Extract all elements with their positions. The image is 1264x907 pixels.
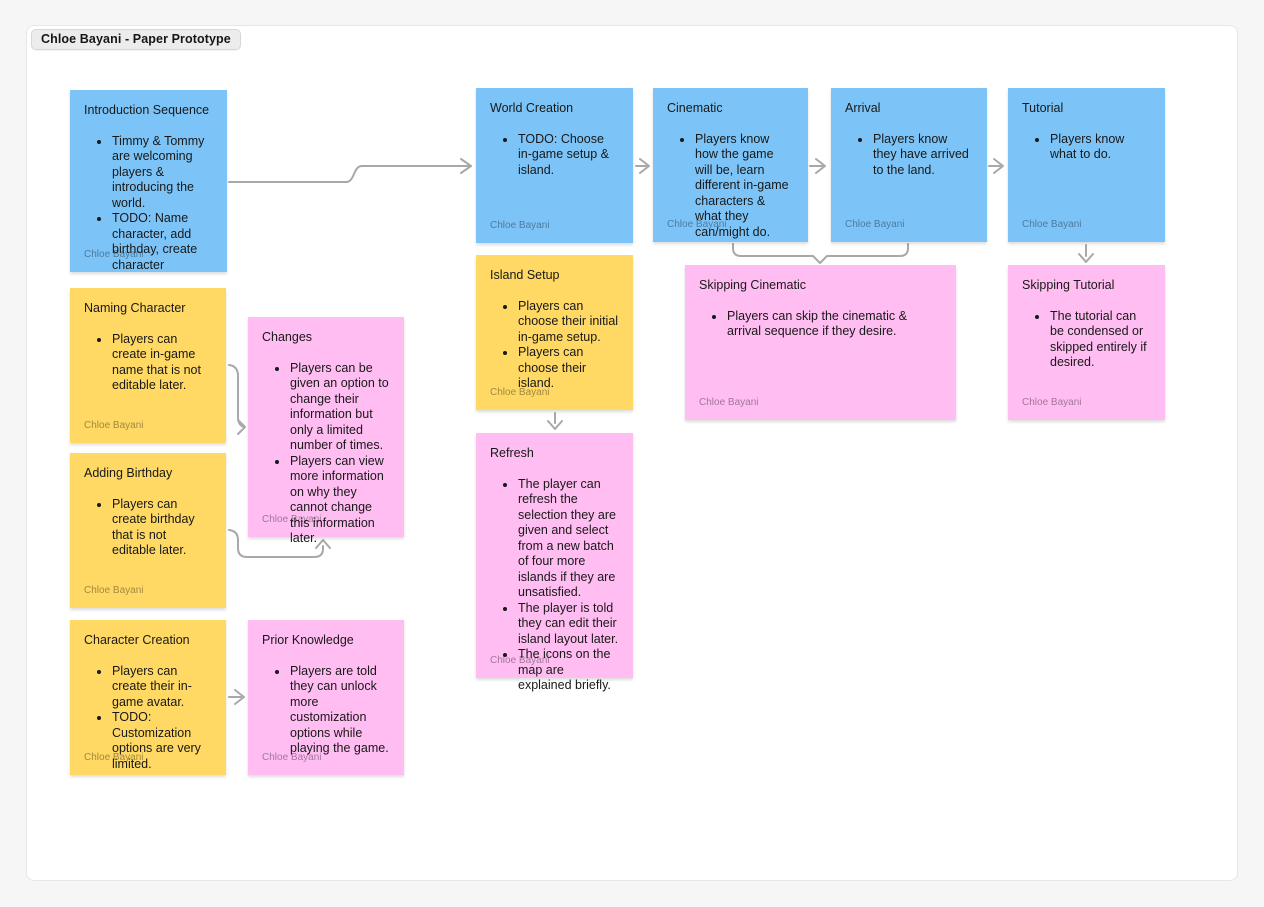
note-bullets: Players can create in-game name that is … <box>84 332 212 394</box>
connector-arrival-to-skipping-cinematic[interactable] <box>812 243 909 264</box>
note-bullet: The player can refresh the selection the… <box>517 477 619 601</box>
note-title: Island Setup <box>490 268 560 282</box>
note-title: Naming Character <box>84 301 186 315</box>
note-bullet: The player is told they can edit their i… <box>517 601 619 648</box>
note-title: Cinematic <box>667 101 723 115</box>
note-author: Chloe Bayani <box>490 219 550 231</box>
connector-introduction-to-world-creation[interactable] <box>228 158 472 183</box>
note-bullet: The icons on the map are explained brief… <box>517 647 619 694</box>
note-title: Refresh <box>490 446 534 460</box>
note-bullets: Players know how the game will be, learn… <box>667 132 794 241</box>
note-title: Tutorial <box>1022 101 1064 115</box>
note-author: Chloe Bayani <box>699 396 759 408</box>
sticky-note-skipping-cinematic[interactable]: Skipping Cinematic Players can skip the … <box>685 265 956 420</box>
note-bullet: TODO: Choose in-game setup & island. <box>517 132 619 179</box>
note-author: Chloe Bayani <box>490 386 550 398</box>
note-bullet: Players can create birthday that is not … <box>111 497 212 559</box>
note-bullets: Players know what to do. <box>1022 132 1151 163</box>
note-title: Changes <box>262 330 313 344</box>
note-author: Chloe Bayani <box>667 218 727 230</box>
note-bullet: TODO: Name character, add birthday, crea… <box>111 211 213 273</box>
note-bullet: Players know they have arrived to the la… <box>872 132 973 179</box>
connector-naming-character-to-changes[interactable] <box>228 364 246 435</box>
note-author: Chloe Bayani <box>1022 396 1082 408</box>
note-author: Chloe Bayani <box>490 654 550 666</box>
sticky-note-naming-character[interactable]: Naming Character Players can create in-g… <box>70 288 226 443</box>
note-bullet: Players are told they can unlock more cu… <box>289 664 390 757</box>
note-bullet: TODO: Customization options are very lim… <box>111 710 212 772</box>
note-bullet: Players know what to do. <box>1049 132 1151 163</box>
note-bullets: Players can skip the cinematic & arrival… <box>699 309 942 340</box>
note-author: Chloe Bayani <box>84 584 144 596</box>
note-bullet: Players can choose their initial in-game… <box>517 299 619 346</box>
note-author: Chloe Bayani <box>84 248 144 260</box>
note-bullet: Players can create their in-game avatar. <box>111 664 212 711</box>
note-bullet: Players can create in-game name that is … <box>111 332 212 394</box>
note-bullets: Timmy & Tommy are welcoming players & in… <box>84 134 213 274</box>
note-bullet: Timmy & Tommy are welcoming players & in… <box>111 134 213 212</box>
note-bullets: The player can refresh the selection the… <box>490 477 619 694</box>
section-label-chip[interactable]: Chloe Bayani - Paper Prototype <box>31 29 241 50</box>
note-bullets: TODO: Choose in-game setup & island. <box>490 132 619 179</box>
note-bullets: Players can choose their initial in-game… <box>490 299 619 392</box>
connector-adding-birthday-to-changes[interactable] <box>228 529 331 558</box>
note-author: Chloe Bayani <box>1022 218 1082 230</box>
sticky-note-world-creation[interactable]: World Creation TODO: Choose in-game setu… <box>476 88 633 243</box>
sticky-note-cinematic[interactable]: Cinematic Players know how the game will… <box>653 88 808 242</box>
note-bullets: Players can create their in-game avatar.… <box>84 664 212 773</box>
note-bullets: Players know they have arrived to the la… <box>845 132 973 179</box>
sticky-note-island-setup[interactable]: Island Setup Players can choose their in… <box>476 255 633 410</box>
note-bullet: Players can be given an option to change… <box>289 361 390 454</box>
note-bullet: The tutorial can be condensed or skipped… <box>1049 309 1151 371</box>
sticky-note-arrival[interactable]: Arrival Players know they have arrived t… <box>831 88 987 242</box>
sticky-note-refresh[interactable]: Refresh The player can refresh the selec… <box>476 433 633 692</box>
note-author: Chloe Bayani <box>84 419 144 431</box>
note-title: Skipping Tutorial <box>1022 278 1115 292</box>
connector-tutorial-to-skipping-tutorial[interactable] <box>1078 244 1094 263</box>
connector-character-creation-to-prior-knowledge[interactable] <box>228 689 245 705</box>
connector-cinematic-to-skipping-cinematic[interactable] <box>732 243 813 257</box>
note-bullet: Players can view more information on why… <box>289 454 390 547</box>
sticky-note-introduction-sequence[interactable]: Introduction Sequence Timmy & Tommy are … <box>70 90 227 272</box>
connector-cinematic-to-arrival[interactable] <box>809 158 826 174</box>
note-title: Character Creation <box>84 633 190 647</box>
note-title: World Creation <box>490 101 574 115</box>
note-title: Arrival <box>845 101 881 115</box>
note-bullets: Players can be given an option to change… <box>262 361 390 547</box>
sticky-note-changes[interactable]: Changes Players can be given an option t… <box>248 317 404 545</box>
sticky-note-character-creation[interactable]: Character Creation Players can create th… <box>70 620 226 775</box>
sticky-note-skipping-tutorial[interactable]: Skipping Tutorial The tutorial can be co… <box>1008 265 1165 420</box>
note-title: Prior Knowledge <box>262 633 354 647</box>
note-author: Chloe Bayani <box>262 751 322 763</box>
note-title: Skipping Cinematic <box>699 278 806 292</box>
note-title: Adding Birthday <box>84 466 173 480</box>
connector-arrival-to-tutorial[interactable] <box>988 158 1004 174</box>
note-bullet: Players can choose their island. <box>517 345 619 392</box>
note-author: Chloe Bayani <box>845 218 905 230</box>
note-bullets: The tutorial can be condensed or skipped… <box>1022 309 1151 371</box>
note-bullet: Players know how the game will be, learn… <box>694 132 794 241</box>
note-bullets: Players are told they can unlock more cu… <box>262 664 390 757</box>
sticky-note-adding-birthday[interactable]: Adding Birthday Players can create birth… <box>70 453 226 608</box>
note-author: Chloe Bayani <box>84 751 144 763</box>
note-title: Introduction Sequence <box>84 103 210 117</box>
note-bullet: Players can skip the cinematic & arrival… <box>726 309 942 340</box>
connector-island-setup-to-refresh[interactable] <box>547 412 563 430</box>
sticky-note-tutorial[interactable]: Tutorial Players know what to do. Chloe … <box>1008 88 1165 242</box>
sticky-note-prior-knowledge[interactable]: Prior Knowledge Players are told they ca… <box>248 620 404 775</box>
connector-world-creation-to-cinematic[interactable] <box>635 158 650 174</box>
note-bullets: Players can create birthday that is not … <box>84 497 212 559</box>
note-author: Chloe Bayani <box>262 513 322 525</box>
